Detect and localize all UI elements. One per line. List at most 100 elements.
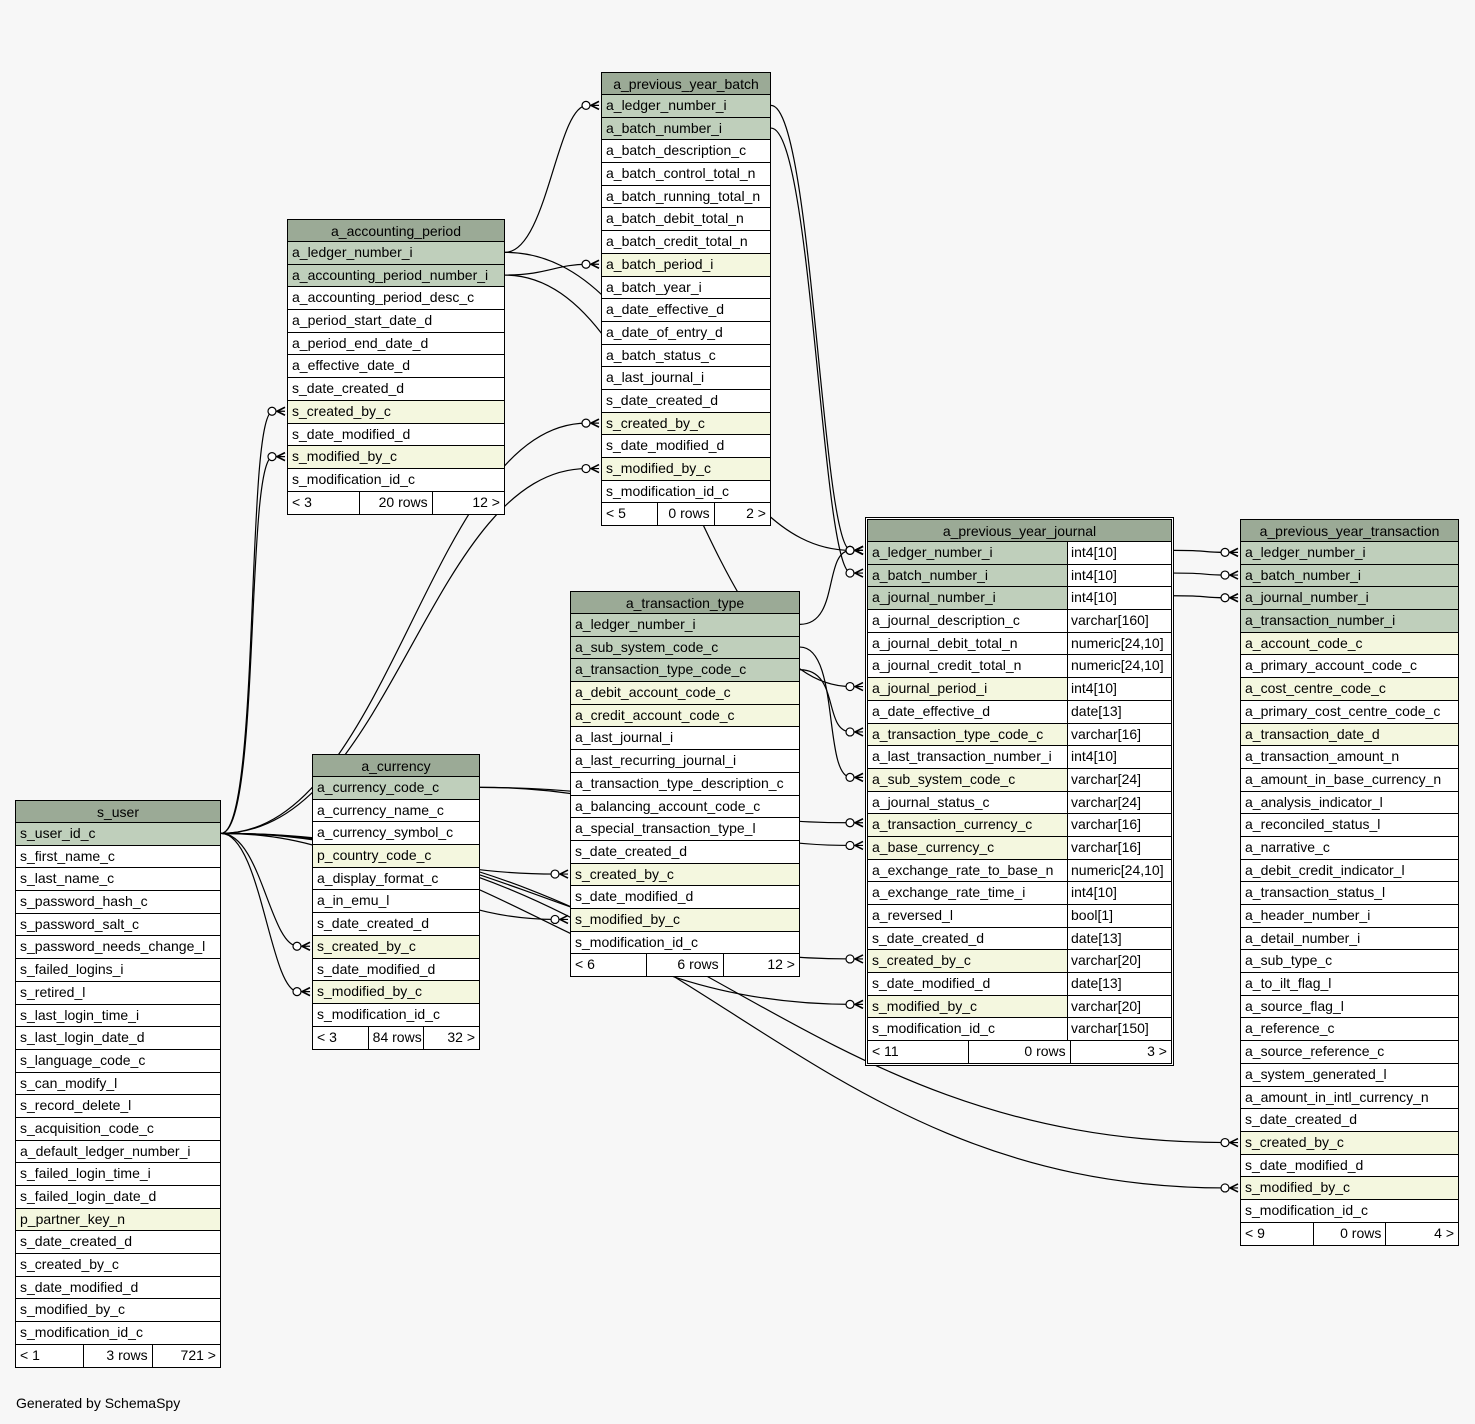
parent-count[interactable]: < 9 bbox=[1245, 1224, 1265, 1241]
column-row[interactable]: s_date_created_d bbox=[602, 390, 770, 413]
row-count[interactable]: 84 rows bbox=[367, 1026, 424, 1049]
column-row[interactable]: a_reconciled_status_l bbox=[1241, 814, 1458, 837]
column-row[interactable]: s_modified_by_c bbox=[313, 981, 479, 1004]
child-count[interactable]: 12 > bbox=[431, 491, 504, 514]
column-row[interactable]: a_narrative_c bbox=[1241, 837, 1458, 860]
column-row[interactable]: a_header_number_i bbox=[1241, 905, 1458, 928]
table-title[interactable]: a_currency bbox=[313, 755, 479, 777]
column-row[interactable]: s_modification_id_c bbox=[288, 469, 504, 492]
column-row[interactable]: a_source_flag_l bbox=[1241, 996, 1458, 1019]
column-row[interactable]: a_in_emu_l bbox=[313, 890, 479, 914]
column-row[interactable]: a_transaction_status_l bbox=[1241, 882, 1458, 905]
column-row[interactable]: s_acquisition_code_c bbox=[16, 1118, 220, 1141]
column-row[interactable]: a_currency_name_c bbox=[313, 800, 479, 823]
table-title[interactable]: a_previous_year_transaction bbox=[1241, 520, 1458, 542]
column-row[interactable]: a_primary_account_code_c bbox=[1241, 655, 1458, 679]
column-row[interactable]: a_ledger_number_i bbox=[1241, 542, 1458, 565]
column-row[interactable]: a_currency_symbol_c bbox=[313, 822, 479, 846]
parent-count[interactable]: < 3 bbox=[317, 1028, 337, 1045]
column-row[interactable]: a_accounting_period_number_i bbox=[288, 264, 504, 288]
column-row[interactable]: p_partner_key_n bbox=[16, 1208, 220, 1232]
column-row[interactable]: s_modified_by_c bbox=[1241, 1177, 1458, 1200]
column-row[interactable]: a_transaction_date_d bbox=[1241, 723, 1458, 747]
column-row[interactable]: s_created_by_c bbox=[571, 863, 799, 887]
column-row[interactable]: s_created_by_c bbox=[288, 400, 504, 424]
column-row[interactable]: s_modification_id_c bbox=[571, 932, 799, 955]
table-title[interactable]: a_previous_year_batch bbox=[602, 73, 770, 95]
column-row[interactable]: a_balancing_account_code_c bbox=[571, 796, 799, 819]
column-row[interactable]: a_date_effective_d bbox=[602, 299, 770, 322]
column-row[interactable]: s_date_created_d bbox=[288, 378, 504, 401]
row-count[interactable]: 20 rows bbox=[359, 491, 431, 514]
parent-count[interactable]: < 3 bbox=[292, 493, 312, 510]
column-row[interactable]: a_batch_number_i bbox=[602, 117, 770, 141]
parent-count[interactable]: < 5 bbox=[606, 505, 626, 522]
column-row[interactable]: s_first_name_c bbox=[16, 846, 220, 869]
child-count[interactable]: 12 > bbox=[722, 954, 799, 977]
column-row[interactable]: a_date_of_entry_d bbox=[602, 322, 770, 345]
column-row[interactable]: s_failed_logins_i bbox=[16, 959, 220, 982]
column-row[interactable]: a_batch_status_c bbox=[602, 345, 770, 368]
column-row[interactable]: s_date_created_d bbox=[313, 913, 479, 936]
column-row[interactable]: s_modification_id_c bbox=[602, 481, 770, 504]
column-row[interactable]: s_last_login_date_d bbox=[16, 1027, 220, 1050]
column-row[interactable]: s_date_created_d bbox=[1241, 1109, 1458, 1132]
row-count[interactable]: 0 rows bbox=[968, 1041, 1069, 1064]
table-title[interactable]: a_previous_year_journal bbox=[868, 520, 1171, 542]
column-row[interactable]: s_date_modified_d bbox=[16, 1277, 220, 1300]
column-row[interactable]: s_language_code_c bbox=[16, 1050, 220, 1073]
column-row[interactable]: a_sub_system_code_c bbox=[571, 636, 799, 660]
column-row[interactable]: a_transaction_type_description_c bbox=[571, 773, 799, 796]
column-row[interactable]: s_date_modified_d bbox=[602, 435, 770, 458]
column-row[interactable]: s_last_login_time_i bbox=[16, 1005, 220, 1028]
column-row[interactable]: s_password_salt_c bbox=[16, 914, 220, 937]
column-row[interactable]: s_modification_id_c bbox=[16, 1322, 220, 1345]
column-row[interactable]: s_modified_by_c bbox=[602, 458, 770, 481]
column-row[interactable]: s_date_modified_d bbox=[288, 424, 504, 447]
column-row[interactable]: a_last_recurring_journal_i bbox=[571, 750, 799, 773]
column-row[interactable]: s_date_modified_d bbox=[1241, 1155, 1458, 1178]
column-row[interactable]: s_created_by_c bbox=[16, 1254, 220, 1277]
column-row[interactable]: s_modified_by_c bbox=[16, 1299, 220, 1323]
column-row[interactable]: s_created_by_c bbox=[313, 935, 479, 959]
table-title[interactable]: s_user bbox=[16, 801, 220, 823]
column-row[interactable]: a_journal_number_i bbox=[1241, 587, 1458, 611]
column-row[interactable]: a_default_ledger_number_i bbox=[16, 1141, 220, 1164]
column-row[interactable]: a_debit_credit_indicator_l bbox=[1241, 860, 1458, 883]
table-title[interactable]: a_transaction_type bbox=[571, 592, 799, 614]
column-row[interactable]: s_created_by_c bbox=[602, 412, 770, 436]
column-row[interactable]: s_date_modified_d bbox=[571, 886, 799, 909]
column-row[interactable]: s_failed_login_time_i bbox=[16, 1163, 220, 1186]
column-row[interactable]: s_modification_id_c bbox=[313, 1004, 479, 1027]
child-count[interactable]: 32 > bbox=[423, 1026, 479, 1049]
child-count[interactable]: 2 > bbox=[713, 503, 770, 526]
column-row[interactable]: p_country_code_c bbox=[313, 845, 479, 868]
column-row[interactable]: a_transaction_type_code_c bbox=[571, 659, 799, 683]
column-row[interactable]: s_last_name_c bbox=[16, 868, 220, 892]
column-row[interactable]: a_transaction_amount_n bbox=[1241, 746, 1458, 769]
column-row[interactable]: a_analysis_indicator_l bbox=[1241, 792, 1458, 815]
column-row[interactable]: a_transaction_number_i bbox=[1241, 610, 1458, 633]
column-row[interactable]: a_batch_number_i bbox=[1241, 564, 1458, 588]
row-count[interactable]: 6 rows bbox=[646, 954, 722, 977]
column-row[interactable]: s_retired_l bbox=[16, 982, 220, 1005]
column-row[interactable]: a_special_transaction_type_l bbox=[571, 818, 799, 841]
